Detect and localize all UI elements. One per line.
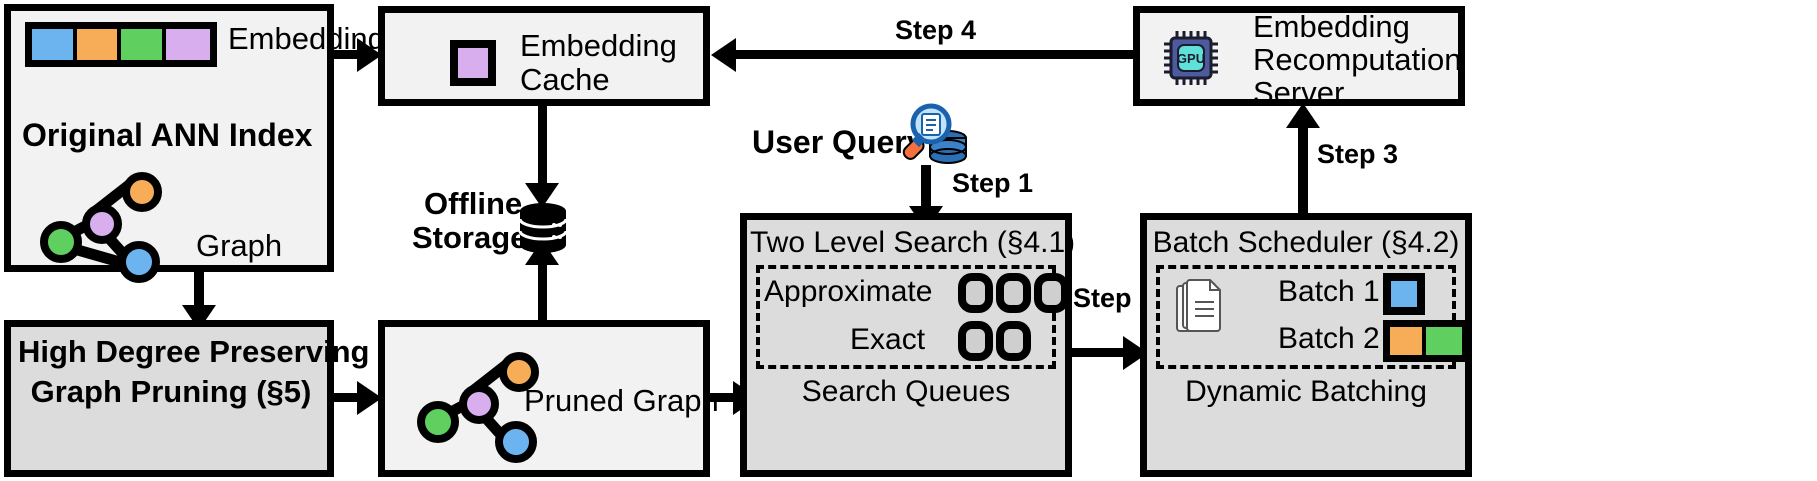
arrow-pruning-to-pruned-line [334,393,368,402]
graph-node-green [417,401,459,443]
step4-arrow-line [730,50,1135,59]
embedding-chip-strip [25,22,217,67]
graph-node-green [40,221,82,263]
arrow-cache-to-storage-line [538,106,547,192]
arrow-index-to-cache-head [357,38,382,72]
query-search-database-icon [902,103,967,164]
batch-1-label: Batch 1 [1278,275,1380,308]
original-ann-index-title: Original ANN Index [22,117,313,153]
exact-queue-slot-1 [958,321,993,361]
batch-2-label: Batch 2 [1278,322,1380,355]
arrow-pruned-to-storage-head [525,240,559,265]
embedding-cache-title-line2: Cache [520,62,610,97]
graph-pruning-title-line1: High Degree Preserving [18,334,370,369]
graph-pruning-box [4,320,334,477]
step1-arrow-line [921,165,931,213]
documents-stack-icon [1176,279,1221,332]
step3-arrow-line [1298,125,1308,213]
step1-label: Step 1 [952,168,1034,198]
recompute-server-line2: Recomputation [1253,42,1462,77]
graph-node-blue [495,421,537,463]
pruned-graph-label: Pruned Graph [524,383,719,418]
gpu-icon-text: GPU [1177,51,1205,66]
approximate-row-label: Approximate [764,275,933,308]
arrow-index-to-cache-line [334,50,368,59]
offline-storage-label-line2: Storage [412,220,528,255]
original-graph [38,168,168,283]
graph-node-purple [459,384,499,424]
embedding-chip-green [121,29,166,60]
step3-label: Step 3 [1317,139,1399,169]
approximate-queue-slot-1 [958,273,993,313]
embedding-chip-orange [76,29,122,60]
step4-arrow-head [711,38,736,72]
search-queues-footer: Search Queues [801,375,1011,408]
embedding-chip-blue [32,29,77,60]
recompute-server-line3: Server [1253,75,1345,110]
embedding-cache-chip [450,40,496,86]
graph-pruning-title-line2: Graph Pruning (§5) [30,374,312,409]
approximate-queue-slot-3 [1034,273,1069,313]
approximate-queue-slot-2 [996,273,1031,313]
exact-queue-slot-2 [996,321,1031,361]
batch-2-chip-green [1426,327,1462,355]
arrow-pruned-to-search-line [710,393,744,402]
pruned-graph [405,338,539,463]
graph-node-orange [499,352,539,392]
graph-node-orange [122,172,162,212]
graph-node-blue [118,241,160,283]
batch-2-chip-orange [1390,327,1426,355]
batch-1-chip-blue [1383,273,1425,315]
step2-arrow-line [1072,348,1132,357]
arrow-pruned-to-storage-line [538,262,547,322]
dynamic-batching-group [1156,265,1456,369]
batch-scheduler-title: Batch Scheduler (§4.2) [1152,226,1460,259]
recompute-server-line1: Embedding [1253,9,1410,44]
exact-row-label: Exact [850,323,926,356]
embedding-cache-box [378,6,710,106]
pruned-graph-box [378,320,710,477]
user-query-label: User Query [752,124,925,160]
step3-arrow-head [1286,103,1320,128]
arrow-pruning-to-pruned-head [357,381,382,415]
arrow-index-to-pruning-line [194,272,204,310]
graph-node-purple [82,204,122,244]
gpu-chip-icon: GPU [1164,31,1218,85]
search-queues-group [756,265,1056,369]
dynamic-batching-footer: Dynamic Batching [1185,375,1427,408]
step4-label: Step 4 [895,15,977,45]
embedding-cache-title-line1: Embedding [520,28,677,63]
batch-2-chip-strip [1383,320,1469,362]
offline-storage-label-line1: Offline [424,186,523,221]
two-level-search-title: Two Level Search (§4.1) [750,226,1076,259]
graph-label: Graph [196,228,283,263]
embedding-chip-purple [165,29,210,60]
